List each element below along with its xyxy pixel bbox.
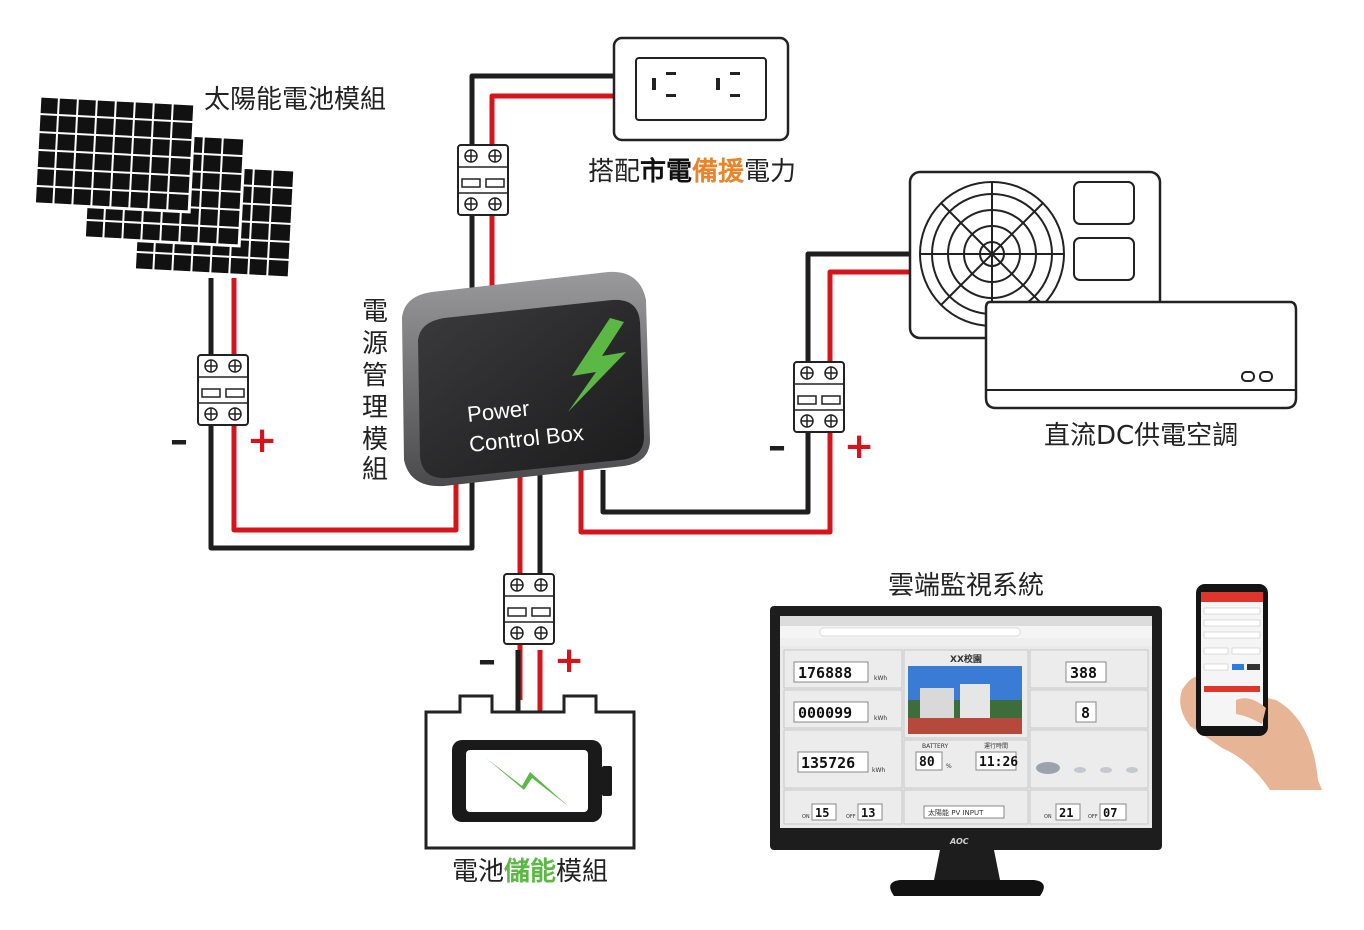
cloud-small-icon-2 <box>1100 767 1112 773</box>
monitor: XX校園 176888 kWh 000099 kWh 135726 kWh 38… <box>770 606 1162 896</box>
battery-wire-black <box>515 470 543 712</box>
pcm-char-3: 管 <box>362 361 388 391</box>
mon-unit2: kWh <box>874 715 887 722</box>
grid-wire-black <box>469 73 614 290</box>
mon-unit1: kWh <box>874 675 887 682</box>
mon-left-on-label: ON <box>802 814 810 820</box>
mon-battery-label: BATTERY <box>922 743 949 750</box>
mon-value2: 000099 <box>798 704 852 722</box>
battery-module <box>424 694 636 850</box>
ac-label: 直流DC供電空調 <box>1044 421 1238 451</box>
wall-outlet <box>612 36 790 142</box>
cloud-small-icon-1 <box>1074 767 1086 773</box>
grid-wire-red <box>489 93 614 290</box>
pcm-char-4: 理 <box>362 393 388 423</box>
cloud-small-icon-3 <box>1126 767 1138 773</box>
cloud-icon <box>1036 762 1060 774</box>
mon-unit3: kWh <box>872 767 885 774</box>
solar-label: 太陽能電池模組 <box>204 85 386 115</box>
mon-right-on-label: ON <box>1044 814 1052 820</box>
battery-label-prefix: 電池 <box>452 857 504 887</box>
mon-battery-pct: 80 <box>919 755 935 770</box>
mon-left-off-label: OFF <box>846 814 856 820</box>
mon-left-off: 13 <box>861 806 875 820</box>
breaker-battery <box>503 573 555 645</box>
pcm-label-vertical: 電 源 管 理 模 組 <box>362 297 388 485</box>
battery-plus: + <box>554 640 584 681</box>
mon-pct-unit: % <box>946 763 952 770</box>
breaker-ac <box>793 361 845 433</box>
grid-label-prefix: 搭配 <box>588 157 640 187</box>
pcm-char-2: 源 <box>362 329 388 359</box>
pcm-char-6: 組 <box>362 455 388 485</box>
mon-time: 11:26 <box>979 755 1018 770</box>
solar-plus: + <box>247 420 277 461</box>
grid-label-bold: 市電 <box>640 156 692 187</box>
power-control-box: Power Control Box <box>402 271 650 487</box>
mon-value1: 176888 <box>798 664 852 682</box>
mon-right-top: 388 <box>1070 664 1097 682</box>
solar-panels <box>32 94 297 280</box>
breaker-solar <box>197 354 249 426</box>
mon-value3: 135726 <box>801 754 855 772</box>
grid-label-suffix: 電力 <box>744 157 796 187</box>
battery-minus: – <box>478 640 496 681</box>
grid-label: 搭配市電備援電力 <box>588 156 796 187</box>
ac-plus: + <box>844 426 874 467</box>
lightning-bolt-icon <box>568 318 626 412</box>
ac-wire-red <box>578 269 916 535</box>
battery-label: 電池儲能模組 <box>452 856 608 887</box>
breaker-grid <box>457 144 509 216</box>
cloud-label: 雲端監視系統 <box>888 571 1044 601</box>
battery-label-suffix: 模組 <box>556 857 608 887</box>
air-conditioner <box>908 170 1298 410</box>
mon-mode: 太陽能 PV INPUT <box>928 808 984 817</box>
mon-right-off-label: OFF <box>1088 814 1098 820</box>
solar-panel-front <box>32 94 197 214</box>
ac-minus: – <box>768 426 786 467</box>
smartphone-in-hand <box>1180 584 1322 790</box>
mon-time-label: 運行時間 <box>984 742 1008 750</box>
pcm-char-1: 電 <box>362 297 388 327</box>
solar-minus: – <box>170 420 188 461</box>
battery-bolt-icon <box>486 758 568 806</box>
monitor-brand: AOC <box>949 837 969 846</box>
mon-left-on: 15 <box>815 806 829 820</box>
ac-wire-black <box>600 251 916 515</box>
mon-right-on: 21 <box>1059 806 1073 820</box>
battery-label-green: 儲能 <box>504 856 556 887</box>
mon-campus: XX校園 <box>950 653 982 665</box>
grid-label-orange: 備援 <box>692 156 745 187</box>
mon-right-off: 07 <box>1103 806 1117 820</box>
pcm-char-5: 模 <box>362 425 388 455</box>
mon-right-mid: 8 <box>1081 704 1090 722</box>
